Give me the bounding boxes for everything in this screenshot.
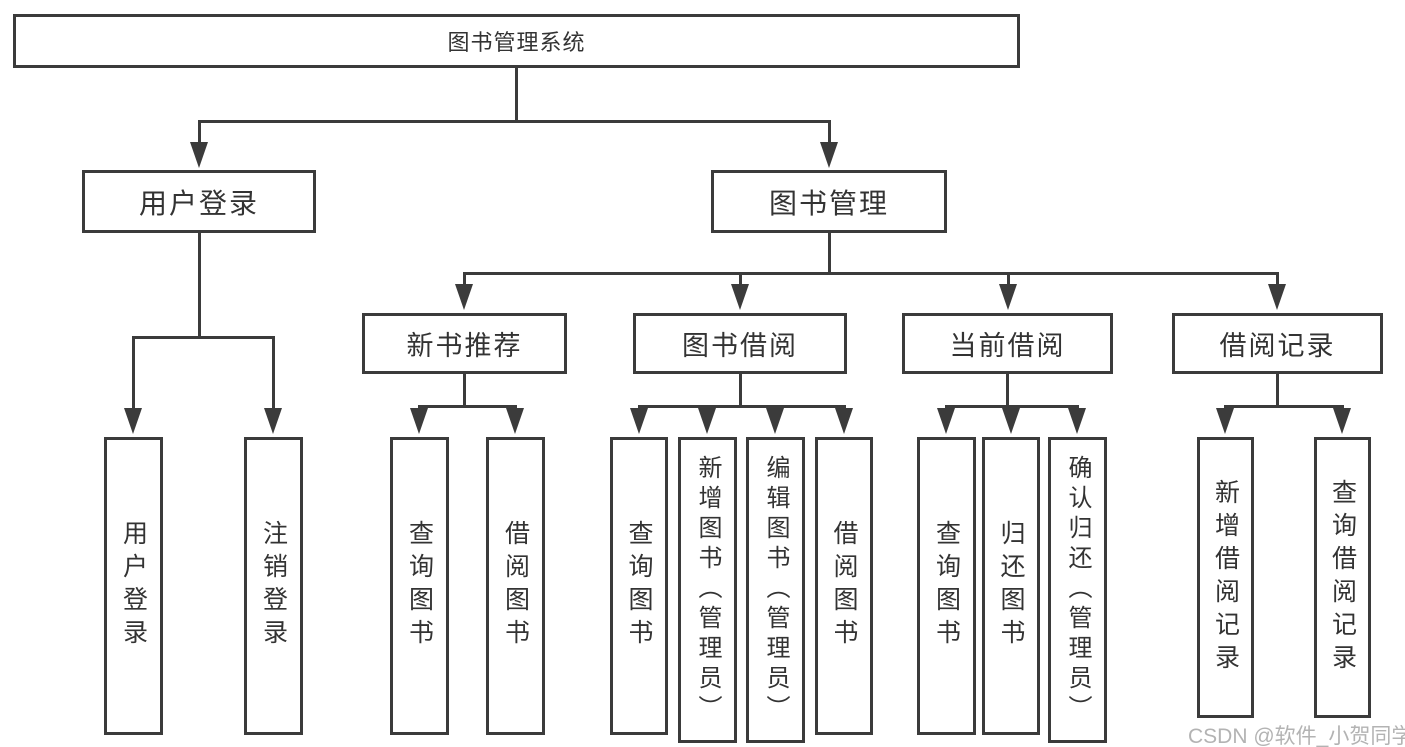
node-root-label: 图书管理系统 [447, 30, 586, 55]
connector-drop-leaf [272, 336, 275, 410]
leaf-user-login: 用户登录 [104, 437, 163, 735]
arrow-down-icon [835, 408, 853, 434]
node-borrowing-records-label: 借阅记录 [1219, 331, 1336, 361]
connector-user-stem [198, 233, 201, 336]
leaf-add-books-admin-label: 新增图书（管理员） [694, 455, 721, 725]
arrow-down-icon [1268, 284, 1286, 310]
leaf-add-borrow-record-label: 新增借阅记录 [1211, 478, 1240, 677]
arrow-down-icon [630, 408, 648, 434]
leaf-recommend-query-books-label: 查询图书 [405, 520, 434, 652]
connector-current-stem [1006, 374, 1009, 405]
node-root-library-system: 图书管理系统 [13, 14, 1020, 68]
leaf-query-borrow-record: 查询借阅记录 [1314, 437, 1371, 718]
arrow-down-icon [731, 284, 749, 310]
leaf-confirm-return-admin: 确认归还（管理员） [1048, 437, 1107, 743]
leaf-borrow-query-books-label: 查询图书 [625, 520, 653, 652]
connector-drop-borrowing [739, 272, 742, 288]
node-new-book-recommend-label: 新书推荐 [406, 331, 523, 361]
connector-root-bar [198, 120, 831, 123]
arrow-down-icon [264, 408, 282, 434]
leaf-confirm-return-admin-label: 确认归还（管理员） [1064, 455, 1091, 725]
leaf-logout-label: 注销登录 [259, 520, 288, 652]
arrow-down-icon [124, 408, 142, 434]
connector-borrowing-stem [739, 374, 742, 405]
leaf-return-books-label: 归还图书 [997, 520, 1025, 652]
leaf-edit-books-admin: 编辑图书（管理员） [746, 437, 805, 743]
leaf-recommend-borrow-books-label: 借阅图书 [501, 520, 530, 652]
leaf-recommend-borrow-books: 借阅图书 [486, 437, 545, 735]
node-book-management-branch: 图书管理 [711, 170, 947, 233]
node-current-borrowing: 当前借阅 [902, 313, 1113, 374]
leaf-add-borrow-record: 新增借阅记录 [1197, 437, 1254, 718]
arrow-down-icon [1333, 408, 1351, 434]
arrow-down-icon [999, 284, 1017, 310]
leaf-add-books-admin: 新增图书（管理员） [678, 437, 737, 743]
leaf-current-query-books-label: 查询图书 [932, 520, 961, 652]
connector-records-bar [1224, 405, 1343, 408]
leaf-edit-books-admin-label: 编辑图书（管理员） [762, 455, 789, 725]
arrow-down-icon [190, 142, 208, 168]
node-book-borrowing-label: 图书借阅 [682, 331, 798, 361]
arrow-down-icon [410, 408, 428, 434]
connector-drop-user-login [198, 120, 201, 146]
connector-book-mgmt-stem [828, 233, 831, 272]
node-current-borrowing-label: 当前借阅 [949, 331, 1066, 361]
node-user-login-branch: 用户登录 [82, 170, 316, 233]
leaf-return-books: 归还图书 [982, 437, 1040, 735]
arrow-down-icon [1068, 408, 1086, 434]
arrow-down-icon [1216, 408, 1234, 434]
connector-root-stem [515, 68, 518, 120]
connector-borrowing-bar [638, 405, 845, 408]
node-book-management-label: 图书管理 [768, 187, 889, 219]
leaf-query-borrow-record-label: 查询借阅记录 [1328, 478, 1357, 677]
node-borrowing-records: 借阅记录 [1172, 313, 1383, 374]
leaf-borrow-borrow-books-label: 借阅图书 [830, 520, 858, 652]
connector-drop-recommend [463, 272, 466, 288]
connector-records-stem [1276, 374, 1279, 405]
arrow-down-icon [937, 408, 955, 434]
node-book-borrowing: 图书借阅 [633, 313, 847, 374]
leaf-recommend-query-books: 查询图书 [390, 437, 449, 735]
node-user-login-label: 用户登录 [138, 187, 259, 219]
arrow-down-icon [506, 408, 524, 434]
connector-recommend-bar [418, 405, 517, 408]
arrow-down-icon [1002, 408, 1020, 434]
connector-recommend-stem [463, 374, 466, 405]
connector-drop-current [1007, 272, 1010, 288]
leaf-borrow-borrow-books: 借阅图书 [815, 437, 873, 735]
arrow-down-icon [455, 284, 473, 310]
leaf-logout: 注销登录 [244, 437, 303, 735]
leaf-current-query-books: 查询图书 [917, 437, 976, 735]
arrow-down-icon [698, 408, 716, 434]
arrow-down-icon [820, 142, 838, 168]
connector-drop-book-management [828, 120, 831, 146]
connector-user-bar [132, 336, 274, 339]
leaf-borrow-query-books: 查询图书 [610, 437, 668, 735]
connector-drop-records [1276, 272, 1279, 288]
connector-drop-leaf [132, 336, 135, 410]
csdn-watermark: CSDN @软件_小贺同学 [1188, 725, 1405, 747]
connector-book-mgmt-bar [463, 272, 1279, 275]
node-new-book-recommend: 新书推荐 [362, 313, 567, 374]
leaf-user-login-label: 用户登录 [119, 520, 148, 652]
arrow-down-icon [766, 408, 784, 434]
